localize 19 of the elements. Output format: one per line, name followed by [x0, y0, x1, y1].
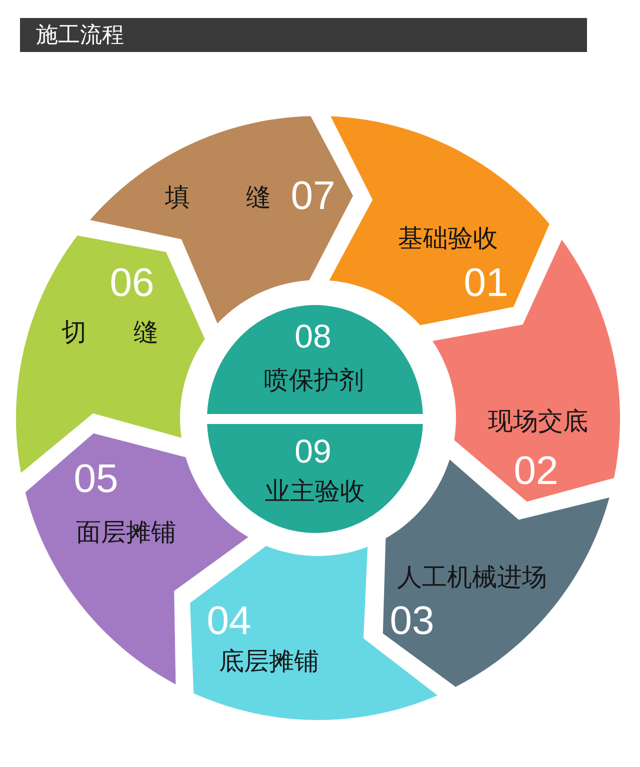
step-number: 07 — [290, 176, 336, 216]
step-number: 09 — [294, 434, 332, 468]
step-number: 02 — [514, 451, 558, 491]
step-label: 切 缝 — [62, 320, 158, 346]
step-number: 03 — [390, 601, 434, 641]
title-text: 施工流程 — [36, 24, 124, 46]
step-label: 底层摊铺 — [219, 650, 319, 674]
step-label: 人工机械进场 — [397, 566, 547, 590]
step-number: 01 — [464, 263, 508, 303]
step-label: 现场交底 — [488, 410, 588, 434]
step-label: 喷保护剂 — [264, 368, 364, 394]
step-label: 面层摊铺 — [76, 520, 176, 546]
step-number: 08 — [294, 320, 332, 352]
step-label: 填 缝 — [165, 186, 271, 210]
step-number: 05 — [74, 459, 118, 499]
step-label: 基础验收 — [398, 226, 498, 252]
step-label: 业主验收 — [265, 480, 365, 504]
step-number: 04 — [206, 601, 252, 641]
step-number: 06 — [110, 263, 154, 303]
